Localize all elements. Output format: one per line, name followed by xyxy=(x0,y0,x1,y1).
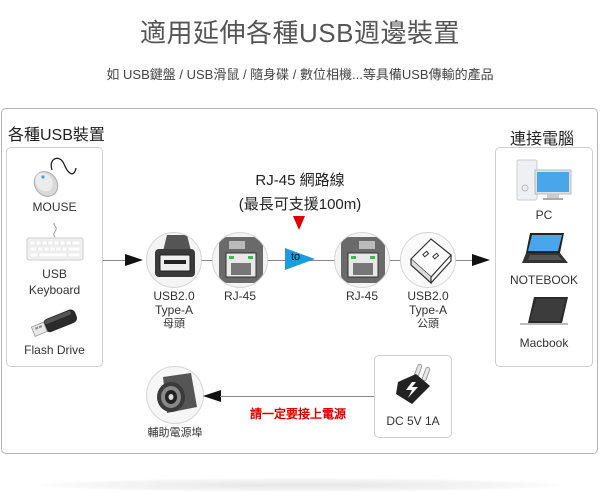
right-group-title: 連接電腦 xyxy=(510,131,575,148)
notebook-label: NOTEBOOK xyxy=(509,273,578,287)
red-pointer-icon xyxy=(293,216,305,230)
rj45-left-label: RJ-45 xyxy=(223,289,256,303)
rj45-port-icon xyxy=(219,237,263,283)
power-port-connector xyxy=(146,366,204,424)
to-badge-icon xyxy=(285,248,315,270)
dc-jack-icon xyxy=(157,373,197,413)
usb-male-line2: Type-A xyxy=(408,303,447,317)
usb-male-icon xyxy=(410,238,452,285)
arrow-right-icon xyxy=(472,254,490,266)
usb-female-icon xyxy=(155,235,195,277)
to-label: to xyxy=(291,251,301,263)
usb-female-line1: USB2.0 xyxy=(153,289,195,303)
usb-male-line3: 公頭 xyxy=(417,318,439,330)
flash-drive-label: Flash Drive xyxy=(24,343,85,357)
mouse-icon xyxy=(33,157,77,197)
power-port-label: 輔助電源埠 xyxy=(147,427,203,439)
pc-icon xyxy=(516,159,572,201)
left-group-title: 各種USB裝置 xyxy=(8,127,105,144)
rj45-right-connector xyxy=(334,232,390,288)
usb-male-line1: USB2.0 xyxy=(407,289,449,303)
keyboard-label-line1: USB xyxy=(42,267,67,281)
keyboard-label-line2: Keyboard xyxy=(28,283,81,297)
arrow-left-icon xyxy=(203,390,221,402)
mouse-label: MOUSE xyxy=(32,200,77,214)
rj45-port-icon xyxy=(341,237,385,283)
cable-title: RJ-45 網路線 xyxy=(255,172,345,189)
pc-label: PC xyxy=(535,208,553,222)
page-subtitle: 如 USB鍵盤 / USB滑鼠 / 隨身碟 / 數位相機...等具備USB傳輸的… xyxy=(106,67,494,82)
power-adapter-label: DC 5V 1A xyxy=(386,414,440,428)
usb-female-line2: Type-A xyxy=(154,303,193,317)
macbook-icon xyxy=(520,297,568,325)
chain-line xyxy=(200,260,465,261)
notebook-icon xyxy=(522,233,568,263)
rj45-left-connector xyxy=(212,232,268,288)
page-title: 適用延伸各種USB週邊裝置 xyxy=(140,18,460,48)
cable-note: (最長可支援100m) xyxy=(238,196,362,213)
power-adapter-icon xyxy=(396,363,431,404)
usb-male-connector xyxy=(400,232,456,288)
frame-shadow xyxy=(40,478,560,492)
power-warning: 請一定要接上電源 xyxy=(250,407,347,421)
usb-female-line3: 母頭 xyxy=(163,318,185,330)
macbook-label: Macbook xyxy=(519,336,569,350)
connector-line xyxy=(103,260,125,261)
power-line xyxy=(220,396,374,397)
connector-line xyxy=(456,260,474,261)
rj45-right-label: RJ-45 xyxy=(345,289,378,303)
keyboard-icon xyxy=(26,223,84,261)
usb-female-connector xyxy=(146,232,202,288)
arrow-right-icon xyxy=(125,254,143,266)
flash-drive-icon xyxy=(30,309,78,337)
